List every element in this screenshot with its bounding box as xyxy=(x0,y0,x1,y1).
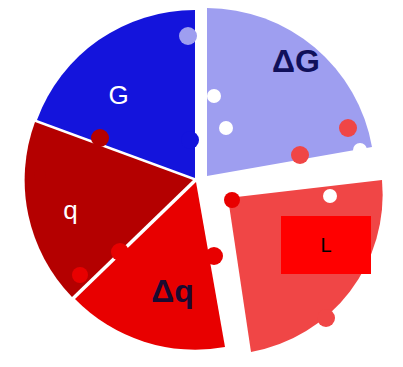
puzzle-knob xyxy=(34,169,46,181)
piece-label: ΔG xyxy=(272,44,320,79)
delta-q-piece xyxy=(75,182,225,350)
puzzle-notch xyxy=(323,189,337,203)
l-label-box: L xyxy=(281,216,371,274)
piece-label: L xyxy=(320,234,331,256)
l-piece xyxy=(228,180,383,352)
delta-q-label-node: Δq xyxy=(147,272,198,312)
puzzle-knob xyxy=(317,309,335,327)
puzzle-knob xyxy=(205,247,223,265)
piece-label: q xyxy=(63,196,77,225)
puzzle-knob xyxy=(181,131,199,149)
puzzle-knob xyxy=(72,267,88,283)
piece-label: G xyxy=(108,81,128,110)
puzzle-knob xyxy=(291,146,309,164)
puzzle-knob xyxy=(339,119,357,137)
puzzle-notch xyxy=(207,89,221,103)
puzzle-knob xyxy=(179,27,197,45)
g-label-node: G xyxy=(104,79,133,112)
puzzle-knob xyxy=(111,243,129,261)
q-label-node: q xyxy=(59,194,82,227)
delta-g-piece xyxy=(207,8,372,176)
puzzle-notch xyxy=(353,143,367,157)
puzzle-knob xyxy=(91,129,109,147)
piece-label: Δq xyxy=(151,274,194,309)
puzzle-knob xyxy=(224,192,240,208)
puzzle-notch xyxy=(219,121,233,135)
delta-g-label-node: ΔG xyxy=(268,42,324,82)
